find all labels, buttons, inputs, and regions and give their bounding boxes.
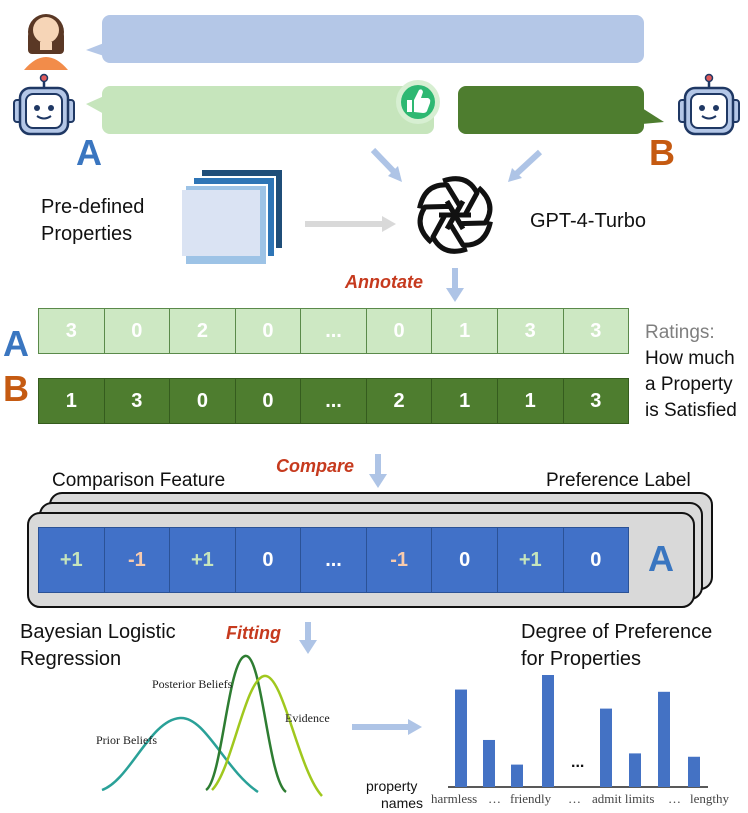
property-names-label-1: property [366, 778, 418, 794]
arrow-b-to-gpt [508, 149, 543, 182]
arrow-to-bars [352, 719, 422, 735]
comparison-cell: 0 [236, 528, 302, 592]
label-b-top: B [649, 132, 675, 173]
annotate-label: Annotate [345, 272, 423, 292]
rating-a-cell: 0 [236, 309, 302, 353]
prior-beliefs-label: Prior Beliefs [96, 733, 157, 747]
comparison-cell: -1 [367, 528, 433, 592]
rating-b-cell: 1 [39, 379, 105, 423]
rating-a-cell: 0 [105, 309, 171, 353]
evidence-label: Evidence [285, 711, 330, 725]
robot-b-icon [678, 73, 740, 136]
preference-bar [455, 689, 467, 787]
predefined-properties-label-2: Properties [41, 223, 133, 245]
annotate-arrow [446, 268, 464, 302]
property-axis-label: … [488, 791, 501, 806]
rating-a-cell: 1 [432, 309, 498, 353]
property-axis-label: … [568, 791, 581, 806]
rating-b-cell: 0 [170, 379, 236, 423]
thumbs-up-icon [396, 80, 440, 124]
comparison-cell: +1 [170, 528, 236, 592]
fitting-arrow [299, 622, 317, 654]
arrow-properties-to-gpt [305, 216, 396, 232]
property-names-label-2: names [381, 795, 424, 811]
label-b-row: B [3, 368, 29, 409]
robot-a-icon [13, 73, 75, 136]
comparison-cell: ... [301, 528, 367, 592]
bayesian-label-2: Regression [20, 648, 122, 670]
rating-b-cell: 3 [105, 379, 171, 423]
model-name-label: GPT-4-Turbo [530, 210, 646, 232]
rating-a-cell: 3 [39, 309, 105, 353]
rating-b-cell: 1 [432, 379, 498, 423]
comparison-cell: 0 [432, 528, 498, 592]
properties-documents-icon [182, 170, 282, 264]
user-message-bubble [86, 15, 644, 63]
comparison-cell: +1 [39, 528, 105, 592]
bar-dots-label: ... [571, 754, 585, 771]
comparison-cell: -1 [105, 528, 171, 592]
preference-label-header: Preference Label [546, 470, 691, 491]
bayesian-label-1: Bayesian Logistic [20, 621, 176, 643]
bot-b-message-bubble [458, 86, 664, 134]
openai-logo-icon [417, 176, 493, 254]
rating-a-cell: ... [301, 309, 367, 353]
label-a-top: A [76, 132, 102, 173]
preference-bar [511, 764, 523, 787]
property-axis-label: lengthy [690, 791, 729, 806]
compare-label: Compare [276, 456, 355, 476]
preference-bar [629, 753, 641, 787]
rating-b-cell: ... [301, 379, 367, 423]
ratings-note-4: is Satisfied [645, 400, 737, 421]
rating-a-cell: 0 [367, 309, 433, 353]
rating-a-cell: 3 [498, 309, 564, 353]
predefined-properties-label-1: Pre-defined [41, 196, 145, 218]
ratings-note-2: How much [645, 348, 735, 369]
posterior-beliefs-label: Posterior Beliefs [152, 677, 233, 691]
preference-bar [688, 756, 700, 787]
preference-value: A [648, 538, 674, 579]
compare-arrow [369, 454, 387, 488]
property-axis-label: harmless [431, 791, 478, 806]
fitting-label: Fitting [226, 623, 281, 643]
preference-bar [658, 691, 670, 787]
rating-b-cell: 0 [236, 379, 302, 423]
rating-b-cell: 3 [590, 389, 602, 412]
rating-b-cell: 1 [498, 379, 564, 423]
comparison-feature-label: Comparison Feature [52, 470, 226, 491]
bot-a-message-bubble [86, 86, 434, 134]
rating-b-cell: 2 [367, 379, 433, 423]
property-axis-label: … [668, 791, 681, 806]
ratings-note-1: Ratings: [645, 322, 715, 343]
comparison-cell: +1 [498, 528, 564, 592]
degree-label-2: for Properties [521, 648, 642, 670]
bayesian-curves [101, 654, 323, 797]
arrow-a-to-gpt [370, 147, 402, 182]
label-a-row: A [3, 323, 29, 364]
preference-bar [542, 675, 554, 787]
preference-bar-chart [448, 675, 708, 788]
preference-bar [600, 708, 612, 787]
ratings-note-3: a Property [645, 374, 733, 395]
user-avatar [24, 14, 68, 70]
property-axis-label: admit limits [592, 791, 655, 806]
rating-a-cell: 3 [590, 319, 602, 342]
degree-label-1: Degree of Preference [521, 621, 713, 643]
comparison-cell: 0 [590, 548, 602, 571]
rating-a-cell: 2 [170, 309, 236, 353]
preference-bar [483, 739, 495, 787]
property-axis-label: friendly [510, 791, 552, 806]
